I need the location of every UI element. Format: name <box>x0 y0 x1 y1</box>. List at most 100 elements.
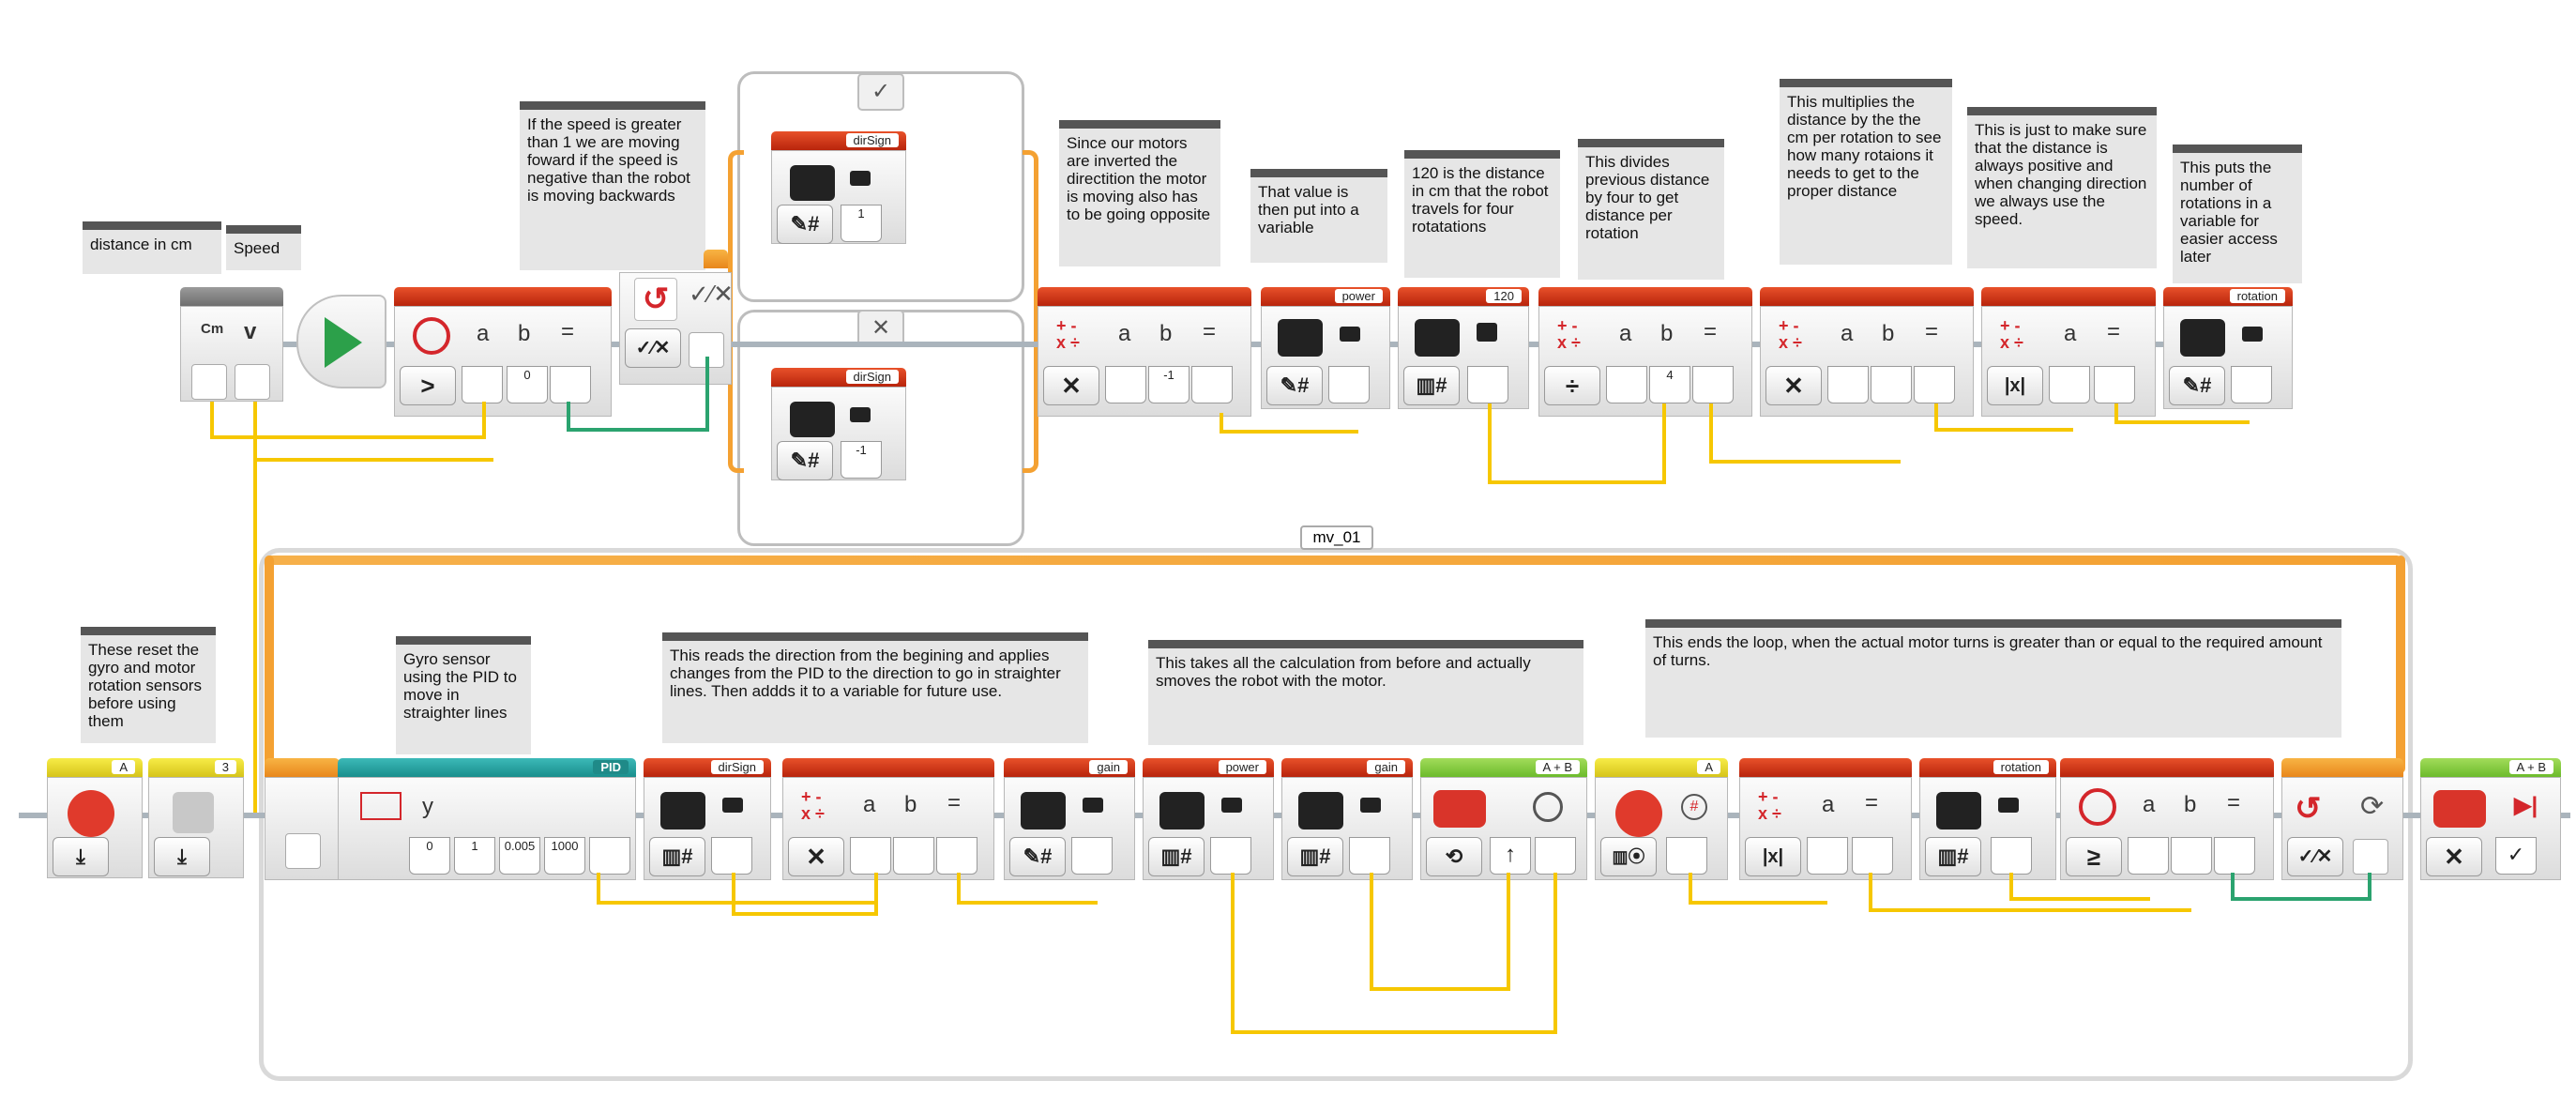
variable-dirsign-read[interactable]: dirSign ▥# <box>644 758 771 880</box>
compare-result-output[interactable] <box>550 366 591 403</box>
constant-value-tag[interactable]: 120 <box>1486 289 1522 303</box>
variable-dirsign-true[interactable]: dirSign ✎# 1 <box>771 131 906 244</box>
variable-name-tag[interactable]: dirSign <box>845 133 899 147</box>
variable-mode-button[interactable]: ✎# <box>2169 366 2225 405</box>
pid-name-tag[interactable]: PID <box>593 760 629 774</box>
math-a-input[interactable] <box>1807 837 1848 875</box>
stop-ports-tag[interactable]: A + B <box>2508 760 2553 774</box>
gyro-reset-block[interactable]: A ⤓ <box>47 758 143 878</box>
constant-output[interactable] <box>1467 366 1508 403</box>
comment-gyro[interactable]: Gyro sensor using the PID to move in str… <box>396 636 531 754</box>
math-b-input[interactable]: -1 <box>1148 366 1190 403</box>
pid-param-1[interactable]: 1 <box>454 837 495 875</box>
math-result-output[interactable] <box>1914 366 1955 403</box>
variable-value-input[interactable] <box>1071 837 1113 875</box>
math-block-absolute-bottom[interactable]: + -x ÷ a = |x| <box>1739 758 1912 880</box>
move-steering-block[interactable]: A + B ⟲ ↑ <box>1420 758 1587 880</box>
math-b-input[interactable]: 4 <box>1649 366 1690 403</box>
compare-mode-button[interactable]: > <box>400 366 456 405</box>
math-result-output[interactable] <box>2094 366 2135 403</box>
math-mode-button[interactable]: ✕ <box>1765 366 1822 405</box>
variable-output[interactable] <box>1210 837 1251 875</box>
math-a-input[interactable] <box>1827 366 1869 403</box>
math-result-output[interactable] <box>1852 837 1893 875</box>
math-mode-button[interactable]: |x| <box>1987 366 2043 405</box>
math-a-input[interactable] <box>1105 366 1146 403</box>
comment-rotations[interactable]: This puts the number of rotations in a v… <box>2173 145 2302 283</box>
switch-true-case[interactable] <box>737 71 1024 302</box>
pid-param-3[interactable]: 1000 <box>544 837 585 875</box>
math-mode-button[interactable]: |x| <box>1745 837 1801 876</box>
loop-start-block[interactable] <box>265 758 340 880</box>
variable-mode-button[interactable]: ▥# <box>1148 837 1205 876</box>
loop-end-block[interactable]: ↺ ⟳ ✓⁄✕ <box>2281 758 2403 880</box>
variable-mode-button[interactable]: ▥# <box>1287 837 1343 876</box>
comment-reset[interactable]: These reset the gyro and motor rotation … <box>81 627 216 743</box>
math-block-multiply-pid[interactable]: + -x ÷ a b = ✕ <box>782 758 994 880</box>
sensor-output[interactable] <box>1666 837 1707 875</box>
compare-block-ge[interactable]: a b = ≥ <box>2060 758 2274 880</box>
motor-mode-button[interactable]: ⤓ <box>154 837 210 876</box>
variable-gain-write[interactable]: gain ✎# <box>1004 758 1135 880</box>
variable-name-tag[interactable]: dirSign <box>710 760 764 774</box>
switch-block-head[interactable]: ↺ ✓⁄✕ ✓⁄✕ <box>619 250 734 385</box>
variable-mode-button[interactable]: ▥# <box>649 837 705 876</box>
comment-reads[interactable]: This reads the direction from the begini… <box>662 632 1088 743</box>
sensor-port-tag[interactable]: A <box>1697 760 1720 774</box>
variable-mode-button[interactable]: ✎# <box>777 441 833 480</box>
start-block[interactable] <box>296 295 386 388</box>
motor-rotation-reset-block[interactable]: 3 ⤓ <box>148 758 244 878</box>
variable-mode-button[interactable]: ✎# <box>777 205 833 244</box>
compare-a-input[interactable] <box>462 366 503 403</box>
math-a-input[interactable] <box>850 837 891 875</box>
variable-output[interactable] <box>1991 837 2032 875</box>
variable-value-input[interactable]: 1 <box>841 205 882 242</box>
pid-param-2[interactable]: 0.005 <box>499 837 540 875</box>
math-a-input[interactable] <box>2049 366 2090 403</box>
variable-name-tag[interactable]: rotation <box>1993 760 2049 774</box>
compare-result-output[interactable] <box>2214 837 2255 875</box>
variable-name-tag[interactable]: power <box>1218 760 1266 774</box>
loop-mode-button[interactable]: ✓⁄✕ <box>2287 837 2343 876</box>
move-stop-block[interactable]: A + B ▶| ✕ ✓ <box>2420 758 2561 880</box>
math-result-output[interactable] <box>1191 366 1233 403</box>
math-result-output[interactable] <box>936 837 977 875</box>
variable-power-read[interactable]: power ▥# <box>1143 758 1274 880</box>
pid-my-block[interactable]: PID y 0 1 0.005 1000 <box>338 758 636 880</box>
compare-mode-button[interactable]: ≥ <box>2066 837 2122 876</box>
math-block-absolute[interactable]: + -x ÷ a = |x| <box>1981 287 2156 417</box>
sensor-mode-button[interactable]: ▥⦿ <box>1600 837 1657 876</box>
comment-multiplies[interactable]: This multiplies the distance by the the … <box>1780 79 1952 265</box>
variable-mode-button[interactable]: ✎# <box>1009 837 1066 876</box>
variable-gain-read[interactable]: gain ▥# <box>1281 758 1413 880</box>
comment-inverted-motors[interactable]: Since our motors are inverted the direct… <box>1059 120 1220 266</box>
switch-false-tab[interactable]: ✕ <box>857 310 904 347</box>
variable-output[interactable] <box>1349 837 1390 875</box>
variable-name-tag[interactable]: gain <box>1367 760 1405 774</box>
math-mode-button[interactable]: ✕ <box>788 837 844 876</box>
variable-dirsign-false[interactable]: dirSign ✎# -1 <box>771 368 906 480</box>
stop-mode-button[interactable]: ✕ <box>2426 837 2482 876</box>
comment-speed[interactable]: Speed <box>226 225 301 270</box>
variable-value-input[interactable]: -1 <box>841 441 882 479</box>
param-cm-output[interactable] <box>191 364 227 400</box>
loop-condition-input[interactable] <box>2353 839 2388 875</box>
variable-name-tag[interactable]: dirSign <box>845 370 899 384</box>
gyro-mode-button[interactable]: ⤓ <box>53 837 109 876</box>
compare-block-speed[interactable]: a b = > 0 <box>394 287 612 417</box>
variable-mode-button[interactable]: ✎# <box>1266 366 1323 405</box>
math-block-divide[interactable]: + -x ÷ a b = ÷ 4 <box>1538 287 1752 417</box>
brake-input[interactable]: ✓ <box>2495 837 2537 875</box>
my-block-params[interactable]: Cm v <box>180 287 283 402</box>
loop-index-output[interactable] <box>285 833 321 869</box>
compare-b-input[interactable]: 0 <box>507 366 548 403</box>
comment-variable[interactable]: That value is then put into a variable <box>1250 169 1387 263</box>
compare-a-input[interactable] <box>2128 837 2169 875</box>
math-block-multiply[interactable]: + -x ÷ a b = ✕ <box>1760 287 1974 417</box>
pid-param-0[interactable]: 0 <box>409 837 450 875</box>
comment-distance[interactable]: distance in cm <box>83 221 221 274</box>
gyro-port-tag[interactable]: A <box>112 760 135 774</box>
comment-speed-direction[interactable]: If the speed is greater than 1 we are mo… <box>520 101 705 270</box>
comment-ends[interactable]: This ends the loop, when the actual moto… <box>1645 619 2341 738</box>
math-mode-button[interactable]: ÷ <box>1544 366 1600 405</box>
